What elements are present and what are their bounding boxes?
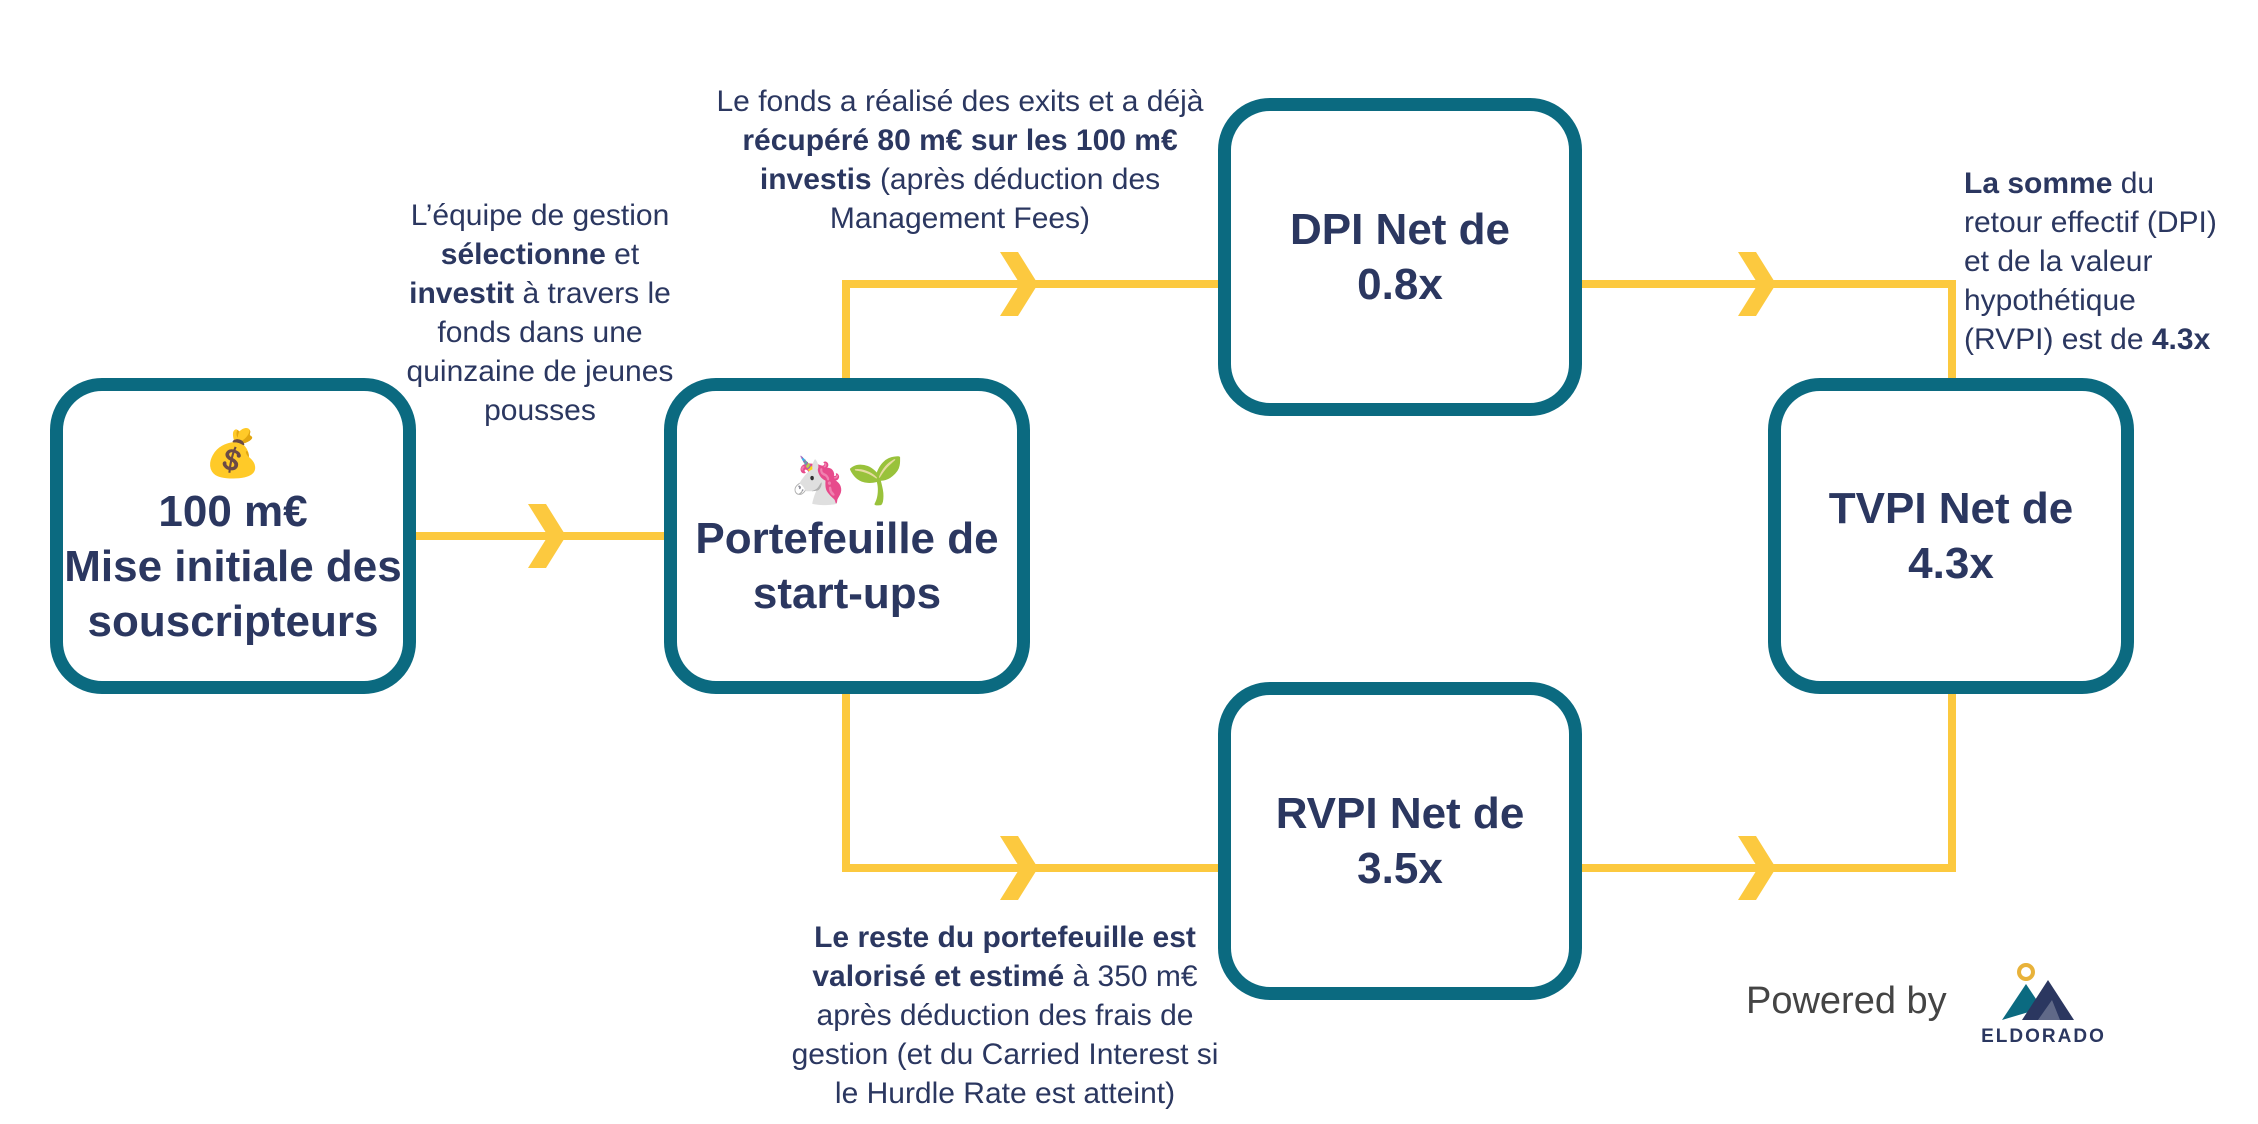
note-remaining-l4: gestion (et du Carried Interest si [791, 1038, 1219, 1071]
note-selection-l3-rest: à travers le [514, 277, 671, 310]
note-exits-l2-bold: récupéré 80 m€ sur les 100 m€ [742, 124, 1178, 157]
note-selection-l6: pousses [484, 394, 596, 427]
note-sum-l5-bold: 4.3x [2151, 323, 2211, 356]
node-initial-investment: 💰 100 m€ Mise initiale des souscripteurs [50, 378, 416, 694]
note-sum-l1-rest: du [2112, 167, 2155, 200]
note-remaining-l3: après déduction des frais de [816, 999, 1194, 1032]
node-dpi-line-1: DPI Net de [1289, 205, 1511, 254]
note-remaining-l2-bold: valorisé et estimé [812, 960, 1065, 993]
note-selection-l2-bold: sélectionne [440, 238, 606, 271]
node-initial-line-1: 100 m€ [158, 486, 308, 536]
note-sum-l4: hypothétique [1964, 284, 2136, 317]
connector-portfolio-to-dpi [842, 280, 1222, 382]
node-initial-line-3: souscripteurs [87, 596, 379, 646]
unicorn-seedling-icon: 🦄🌱 [789, 454, 905, 506]
node-rvpi-line-2: 3.5x [1357, 844, 1443, 893]
connector-portfolio-to-rvpi [842, 688, 1222, 872]
node-tvpi-line-2: 4.3x [1908, 539, 1994, 588]
mountain-sun-logo-icon [2002, 963, 2074, 1020]
note-exits-l4: Management Fees) [829, 202, 1091, 235]
node-portfolio-line-2: start-ups [752, 569, 942, 618]
connector-rvpi-to-tvpi [1578, 688, 1956, 872]
note-remaining-l5: le Hurdle Rate est atteint) [834, 1077, 1176, 1110]
note-exits-l1: Le fonds a réalisé des exits et a déjà [716, 85, 1204, 118]
note-sum-l5-rest: (RVPI) est de [1964, 323, 2152, 356]
note-selection-l3-bold: investit [409, 277, 515, 310]
node-tvpi: TVPI Net de 4.3x [1768, 378, 2134, 694]
note-remaining-l1-bold: Le reste du portefeuille est [814, 921, 1196, 954]
note-selection-l5: quinzaine de jeunes [406, 355, 674, 388]
node-tvpi-line-1: TVPI Net de [1828, 484, 2074, 533]
node-portfolio: 🦄🌱 Portefeuille de start-ups [664, 378, 1030, 694]
eldorado-logo-text: ELDORADO [1981, 1026, 2106, 1047]
node-rvpi: RVPI Net de 3.5x [1218, 682, 1582, 1000]
note-sum-l1-bold: La somme [1964, 167, 2113, 200]
chevron-arrow-icon [1738, 836, 1776, 900]
note-selection: L’équipe de gestion sélectionne et inves… [380, 196, 700, 430]
note-remaining-l2-rest: à 350 m€ [1064, 960, 1198, 993]
node-portfolio-line-1: Portefeuille de [695, 514, 999, 563]
chevron-arrow-icon [1000, 836, 1038, 900]
node-dpi-line-2: 0.8x [1357, 260, 1443, 309]
node-dpi: DPI Net de 0.8x [1218, 98, 1582, 416]
chevron-arrow-icon [1000, 252, 1038, 316]
note-sum: La somme du retour effectif (DPI) et de … [1964, 164, 2254, 359]
chevron-arrow-icon [1738, 252, 1776, 316]
note-exits: Le fonds a réalisé des exits et a déjà r… [670, 82, 1250, 238]
note-selection-l4: fonds dans une [437, 316, 643, 349]
money-bag-icon: 💰 [204, 426, 262, 479]
node-rvpi-line-1: RVPI Net de [1275, 789, 1525, 838]
note-exits-l3-rest: (après déduction des [871, 163, 1161, 196]
note-sum-l3: et de la valeur [1964, 245, 2153, 278]
node-initial-line-2: Mise initiale des [64, 541, 402, 591]
note-remaining: Le reste du portefeuille est valorisé et… [740, 918, 1270, 1113]
powered-by-text: Powered by [1746, 980, 1947, 1022]
note-exits-l3-bold: investis [759, 163, 872, 196]
note-sum-l2: retour effectif (DPI) [1964, 206, 2217, 239]
chevron-arrow-icon [528, 504, 566, 568]
connector-dpi-to-tvpi [1578, 280, 1956, 382]
note-selection-l1: L’équipe de gestion [410, 199, 670, 232]
note-selection-l2-rest: et [605, 238, 640, 271]
